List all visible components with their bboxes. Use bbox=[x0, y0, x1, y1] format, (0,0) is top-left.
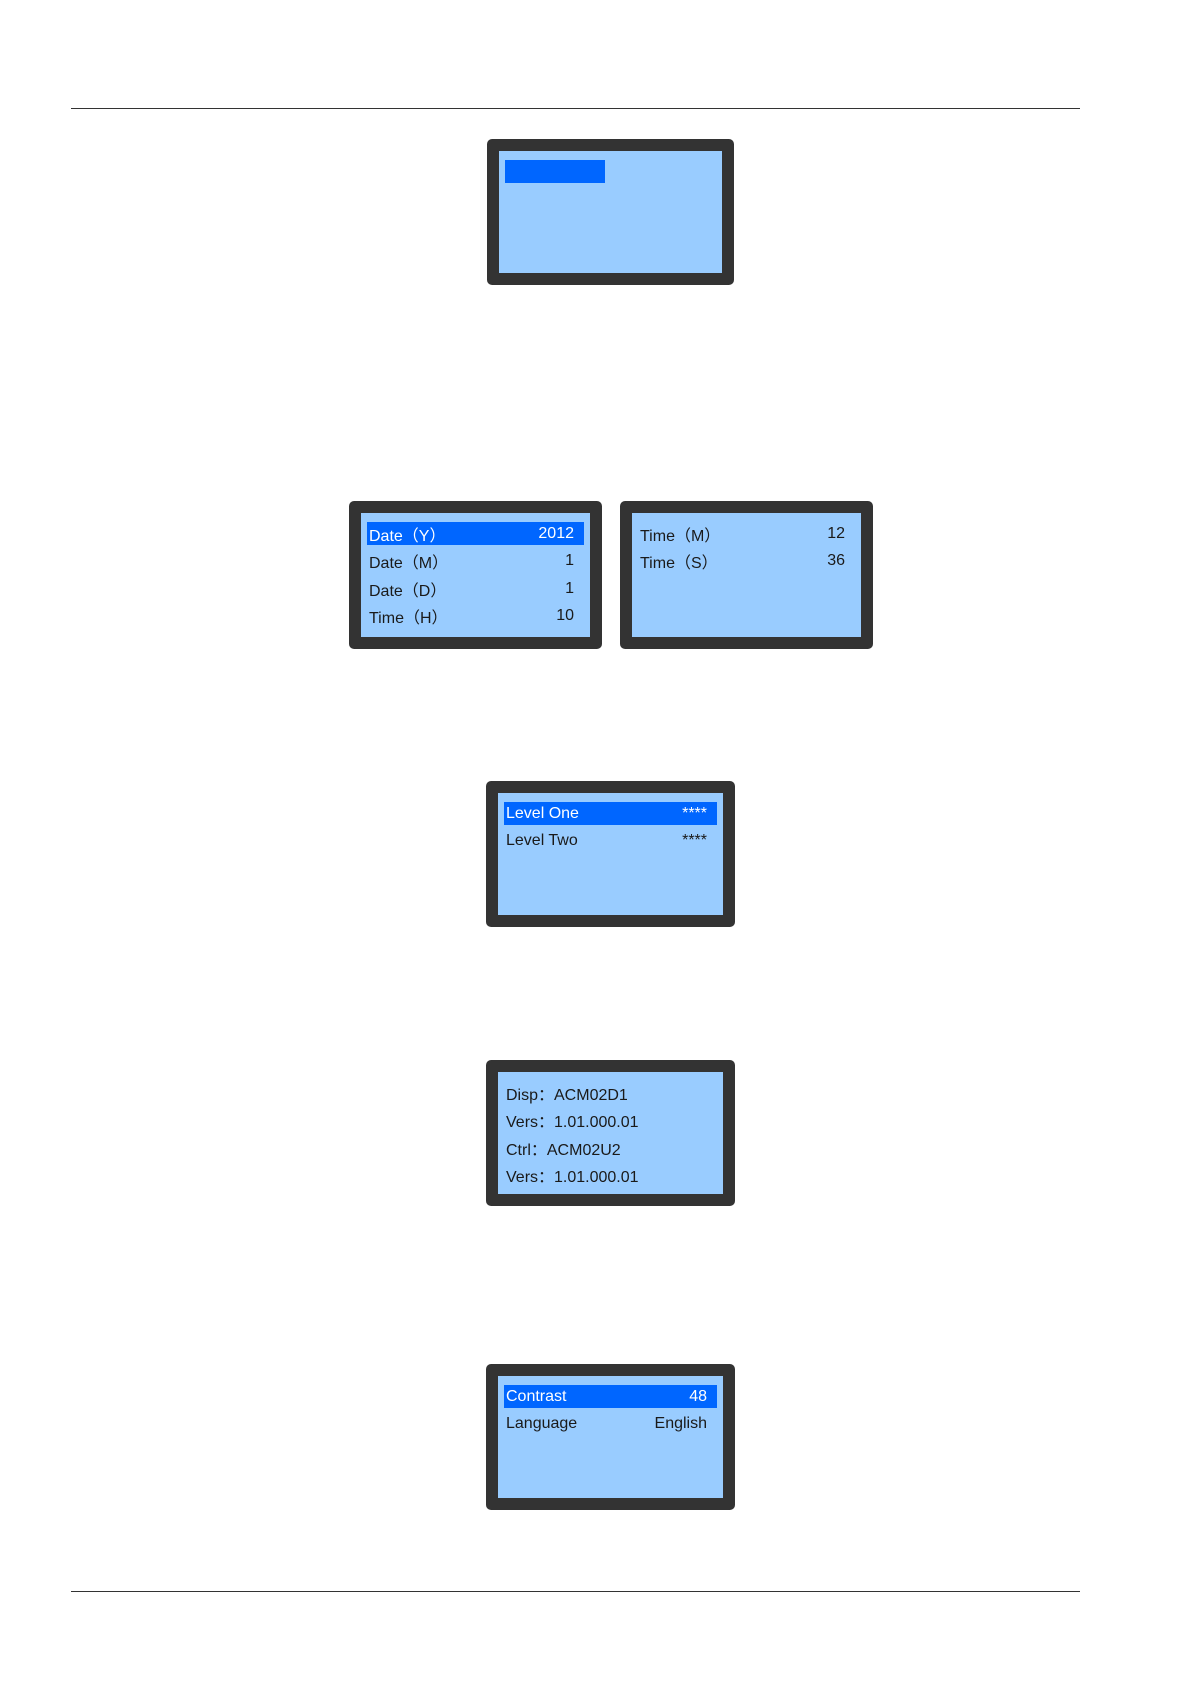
menu-row-time-minute[interactable]: Time（M） 12 bbox=[638, 522, 855, 545]
menu-row-time-hour[interactable]: Time（H） 10 bbox=[367, 605, 584, 628]
lcd-screen: Disp：ACM02D1 Vers：1.01.000.01 Ctrl：ACM02… bbox=[498, 1072, 723, 1194]
lcd-datetime-1: Date（Y） 2012 Date（M） 1 Date（D） 1 Time（H）… bbox=[349, 501, 602, 649]
lcd-screen: Contrast 48 Language English bbox=[498, 1376, 723, 1498]
row-label: Level One bbox=[506, 805, 579, 823]
row-label: Vers：1.01.000.01 bbox=[506, 1163, 639, 1187]
row-value: 48 bbox=[689, 1388, 707, 1406]
row-value: 1 bbox=[565, 552, 574, 570]
row-label: Contrast bbox=[506, 1388, 566, 1406]
row-label: Time（M） bbox=[640, 522, 720, 546]
row-value: 1 bbox=[565, 580, 574, 598]
row-label: Date（Y） bbox=[369, 522, 445, 546]
lcd-screen bbox=[499, 151, 722, 273]
row-value: **** bbox=[682, 832, 707, 850]
row-label: Time（S） bbox=[640, 549, 718, 573]
row-value: 10 bbox=[556, 607, 574, 625]
menu-row-time-second[interactable]: Time（S） 36 bbox=[638, 550, 855, 573]
row-value: **** bbox=[682, 805, 707, 823]
row-label: Date（M） bbox=[369, 549, 448, 573]
menu-row-date-year[interactable]: Date（Y） 2012 bbox=[367, 522, 584, 545]
lcd-display-settings: Contrast 48 Language English bbox=[486, 1364, 735, 1510]
menu-row-contrast[interactable]: Contrast 48 bbox=[504, 1385, 717, 1408]
row-value: 36 bbox=[827, 552, 845, 570]
lcd-screen: Time（M） 12 Time（S） 36 bbox=[632, 513, 861, 637]
menu-row-level-one[interactable]: Level One **** bbox=[504, 802, 717, 825]
row-label: Time（H） bbox=[369, 604, 448, 628]
lcd-datetime-2: Time（M） 12 Time（S） 36 bbox=[620, 501, 873, 649]
footer-rule bbox=[71, 1591, 1080, 1592]
info-row-display-model: Disp：ACM02D1 bbox=[504, 1081, 717, 1104]
row-label: Date（D） bbox=[369, 577, 446, 601]
menu-row-date-day[interactable]: Date（D） 1 bbox=[367, 577, 584, 600]
lcd-version: Disp：ACM02D1 Vers：1.01.000.01 Ctrl：ACM02… bbox=[486, 1060, 735, 1206]
lcd-blank-menu bbox=[487, 139, 734, 285]
menu-row-date-month[interactable]: Date（M） 1 bbox=[367, 550, 584, 573]
info-row-display-version: Vers：1.01.000.01 bbox=[504, 1109, 717, 1132]
row-label: Disp：ACM02D1 bbox=[506, 1081, 628, 1105]
row-label: Ctrl：ACM02U2 bbox=[506, 1136, 621, 1160]
lcd-password: Level One **** Level Two **** bbox=[486, 781, 735, 927]
row-value: 2012 bbox=[538, 525, 574, 543]
lcd-screen: Level One **** Level Two **** bbox=[498, 793, 723, 915]
info-row-controller-model: Ctrl：ACM02U2 bbox=[504, 1136, 717, 1159]
selection-bar[interactable] bbox=[505, 160, 605, 183]
row-label: Level Two bbox=[506, 832, 578, 850]
menu-row-level-two[interactable]: Level Two **** bbox=[504, 830, 717, 853]
header-rule bbox=[71, 108, 1080, 109]
row-value: English bbox=[655, 1415, 707, 1433]
lcd-screen: Date（Y） 2012 Date（M） 1 Date（D） 1 Time（H）… bbox=[361, 513, 590, 637]
row-label: Language bbox=[506, 1415, 577, 1433]
row-label: Vers：1.01.000.01 bbox=[506, 1108, 639, 1132]
menu-row-language[interactable]: Language English bbox=[504, 1413, 717, 1436]
row-value: 12 bbox=[827, 525, 845, 543]
info-row-controller-version: Vers：1.01.000.01 bbox=[504, 1164, 717, 1187]
